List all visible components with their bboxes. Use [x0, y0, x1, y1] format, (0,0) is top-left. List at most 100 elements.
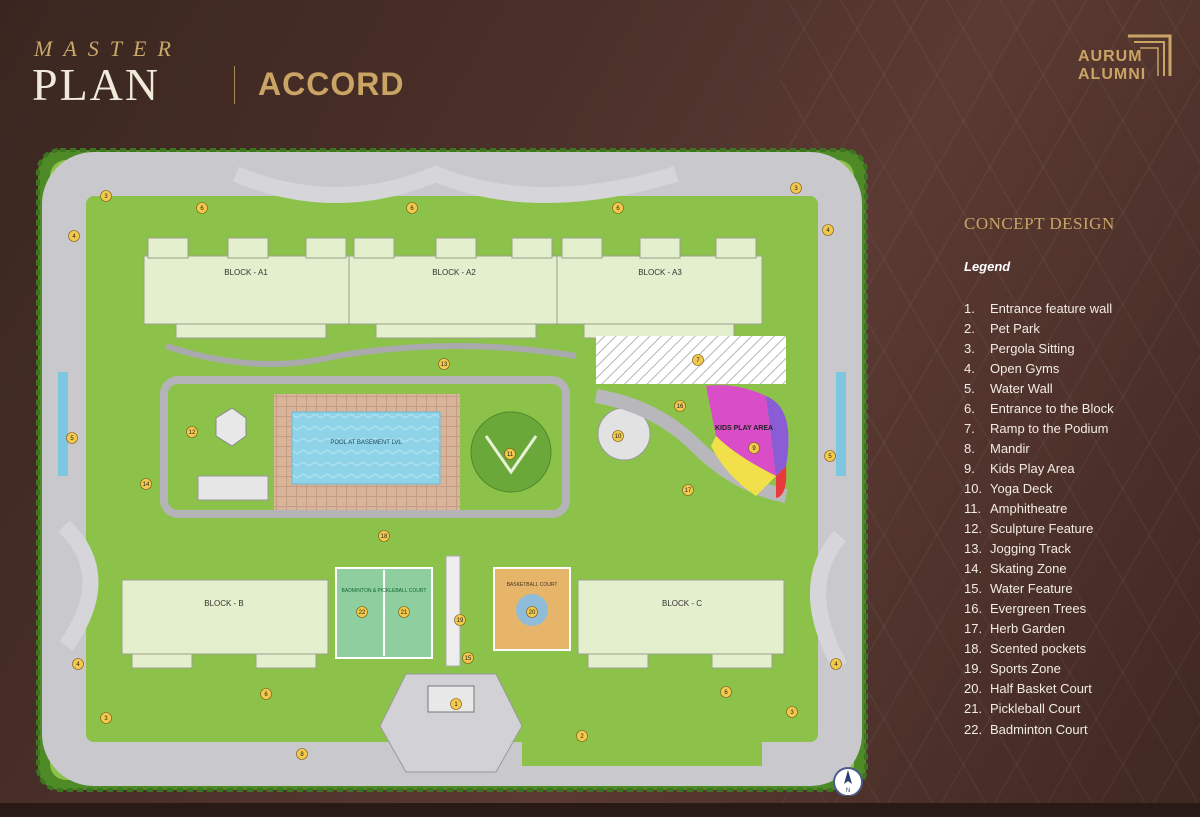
legend-item-label: Pergola Sitting: [990, 340, 1075, 356]
legend-item-number: 21.: [964, 701, 983, 717]
legend-item: 1.Entrance feature wall: [964, 298, 1114, 318]
pool: [291, 411, 441, 485]
plan-marker-label: 18: [381, 534, 388, 540]
plan-marker: [66, 432, 78, 444]
title-separator: [234, 66, 235, 104]
plan-marker-label: 4: [834, 662, 838, 668]
legend-item-number: 10.: [964, 480, 983, 496]
legend-item-label: Scented pockets: [990, 641, 1087, 657]
legend-item: 12. Sculpture Feature: [964, 519, 1114, 539]
plan-marker: [692, 354, 704, 366]
legend-item-number: 11.: [964, 500, 982, 516]
legend-item: 22.Badminton Court: [964, 719, 1114, 739]
legend-item: 7.Ramp to the Podium: [964, 418, 1114, 438]
legend-item: 10. Yoga Deck: [964, 478, 1114, 498]
plan-marker: [454, 614, 466, 626]
brand-mark-icon: [1128, 34, 1172, 76]
plan-marker-label: 12: [189, 430, 196, 436]
plan-marker-label: 6: [264, 692, 268, 698]
legend-item-label: Amphitheatre: [990, 500, 1068, 516]
legend-item: 3.Pergola Sitting: [964, 338, 1114, 358]
plan-marker-label: 4: [826, 228, 830, 234]
plan-marker: [296, 748, 308, 760]
plan-marker-label: 8: [300, 752, 304, 758]
road-curve-right: [810, 530, 848, 670]
plan-marker: [260, 688, 272, 700]
sports-zone-walkway: [445, 555, 461, 667]
legend-item-label: Entrance to the Block: [990, 400, 1114, 416]
plan-marker: [576, 730, 588, 742]
plan-marker: [140, 478, 152, 490]
plan-marker: [450, 698, 462, 710]
plan-marker-label: 5: [828, 454, 832, 460]
legend-item-number: 16.: [964, 601, 983, 617]
legend-item-number: 6.: [964, 400, 975, 416]
jogging-track-path: [165, 343, 577, 367]
plan-marker: [612, 430, 624, 442]
legend-item-number: 9.: [964, 460, 975, 476]
legend-item-number: 17.: [964, 621, 983, 637]
plan-marker-label: 22: [359, 610, 366, 616]
plan-marker-label: 6: [200, 206, 204, 212]
plan-marker: [100, 190, 112, 202]
title-master: MASTER: [34, 36, 182, 61]
legend-item-label: Pet Park: [990, 320, 1040, 336]
legend-item-label: Sports Zone: [990, 661, 1061, 677]
plan-marker: [674, 400, 686, 412]
plan-marker-label: 9: [752, 446, 756, 452]
plan-marker-label: 2: [580, 734, 584, 740]
brand-name-line1: AURUM: [1078, 48, 1143, 65]
kids-play-area: [706, 385, 789, 498]
skating-zone-ramps: [197, 475, 269, 501]
legend-item: 18.Scented pockets: [964, 639, 1114, 659]
label-basketball-court: BASKETBALL COURT: [507, 582, 558, 588]
legend-item-label: Half Basket Court: [990, 681, 1092, 697]
plan-marker-label: 3: [790, 710, 794, 716]
plan-marker-label: 17: [685, 488, 692, 494]
legend-item-number: 7.: [964, 420, 975, 436]
legend-item-number: 8.: [964, 440, 975, 456]
legend-item-number: 15.: [964, 581, 983, 597]
plan-marker-label: 4: [76, 662, 80, 668]
legend-item: 4.Open Gyms: [964, 358, 1114, 378]
block-c: [577, 579, 785, 669]
legend-item: 9.Kids Play Area: [964, 458, 1114, 478]
legend-item-label: Skating Zone: [990, 561, 1067, 577]
legend-item-label: Sculpture Feature: [990, 521, 1094, 537]
plan-marker-label: 16: [677, 404, 684, 410]
legend-item-label: Evergreen Trees: [990, 601, 1087, 617]
plan-marker: [526, 606, 538, 618]
plan-marker-label: 21: [401, 610, 408, 616]
plan-marker: [748, 442, 760, 454]
plan-marker-label: 13: [441, 362, 448, 368]
plan-marker-label: 10: [615, 434, 622, 440]
legend-item: 11. Amphitheatre: [964, 498, 1114, 518]
block-a3: [556, 237, 763, 339]
plan-marker: [196, 202, 208, 214]
plan-marker: [438, 358, 450, 370]
legend-item-label: Mandir: [990, 440, 1030, 456]
plan-marker: [790, 182, 802, 194]
compass-label: N: [846, 788, 850, 794]
legend-item: 15. Water Feature: [964, 579, 1114, 599]
legend-item: 8. Mandir: [964, 438, 1114, 458]
plan-marker-label: 1: [454, 702, 458, 708]
plan-marker: [356, 606, 368, 618]
plan-marker-label: 3: [794, 186, 798, 192]
legend-item-label: Yoga Deck: [990, 480, 1053, 496]
water-wall-right: [836, 372, 846, 476]
legend-item-number: 12.: [964, 521, 983, 537]
water-wall-left: [58, 372, 68, 476]
legend-item-label: Water Feature: [990, 581, 1073, 597]
legend-item: 5.Water Wall: [964, 378, 1114, 398]
legend-item-label: Open Gyms: [990, 360, 1060, 376]
plan-marker-label: 6: [724, 690, 728, 696]
road-curve-left: [58, 520, 99, 651]
amphitheatre-steps: [484, 435, 538, 475]
plan-marker: [682, 484, 694, 496]
label-block-a1: BLOCK - A1: [224, 268, 268, 277]
bottom-bar: [0, 803, 1200, 817]
legend-item-number: 13.: [964, 541, 983, 557]
north-compass-icon: [833, 767, 863, 796]
